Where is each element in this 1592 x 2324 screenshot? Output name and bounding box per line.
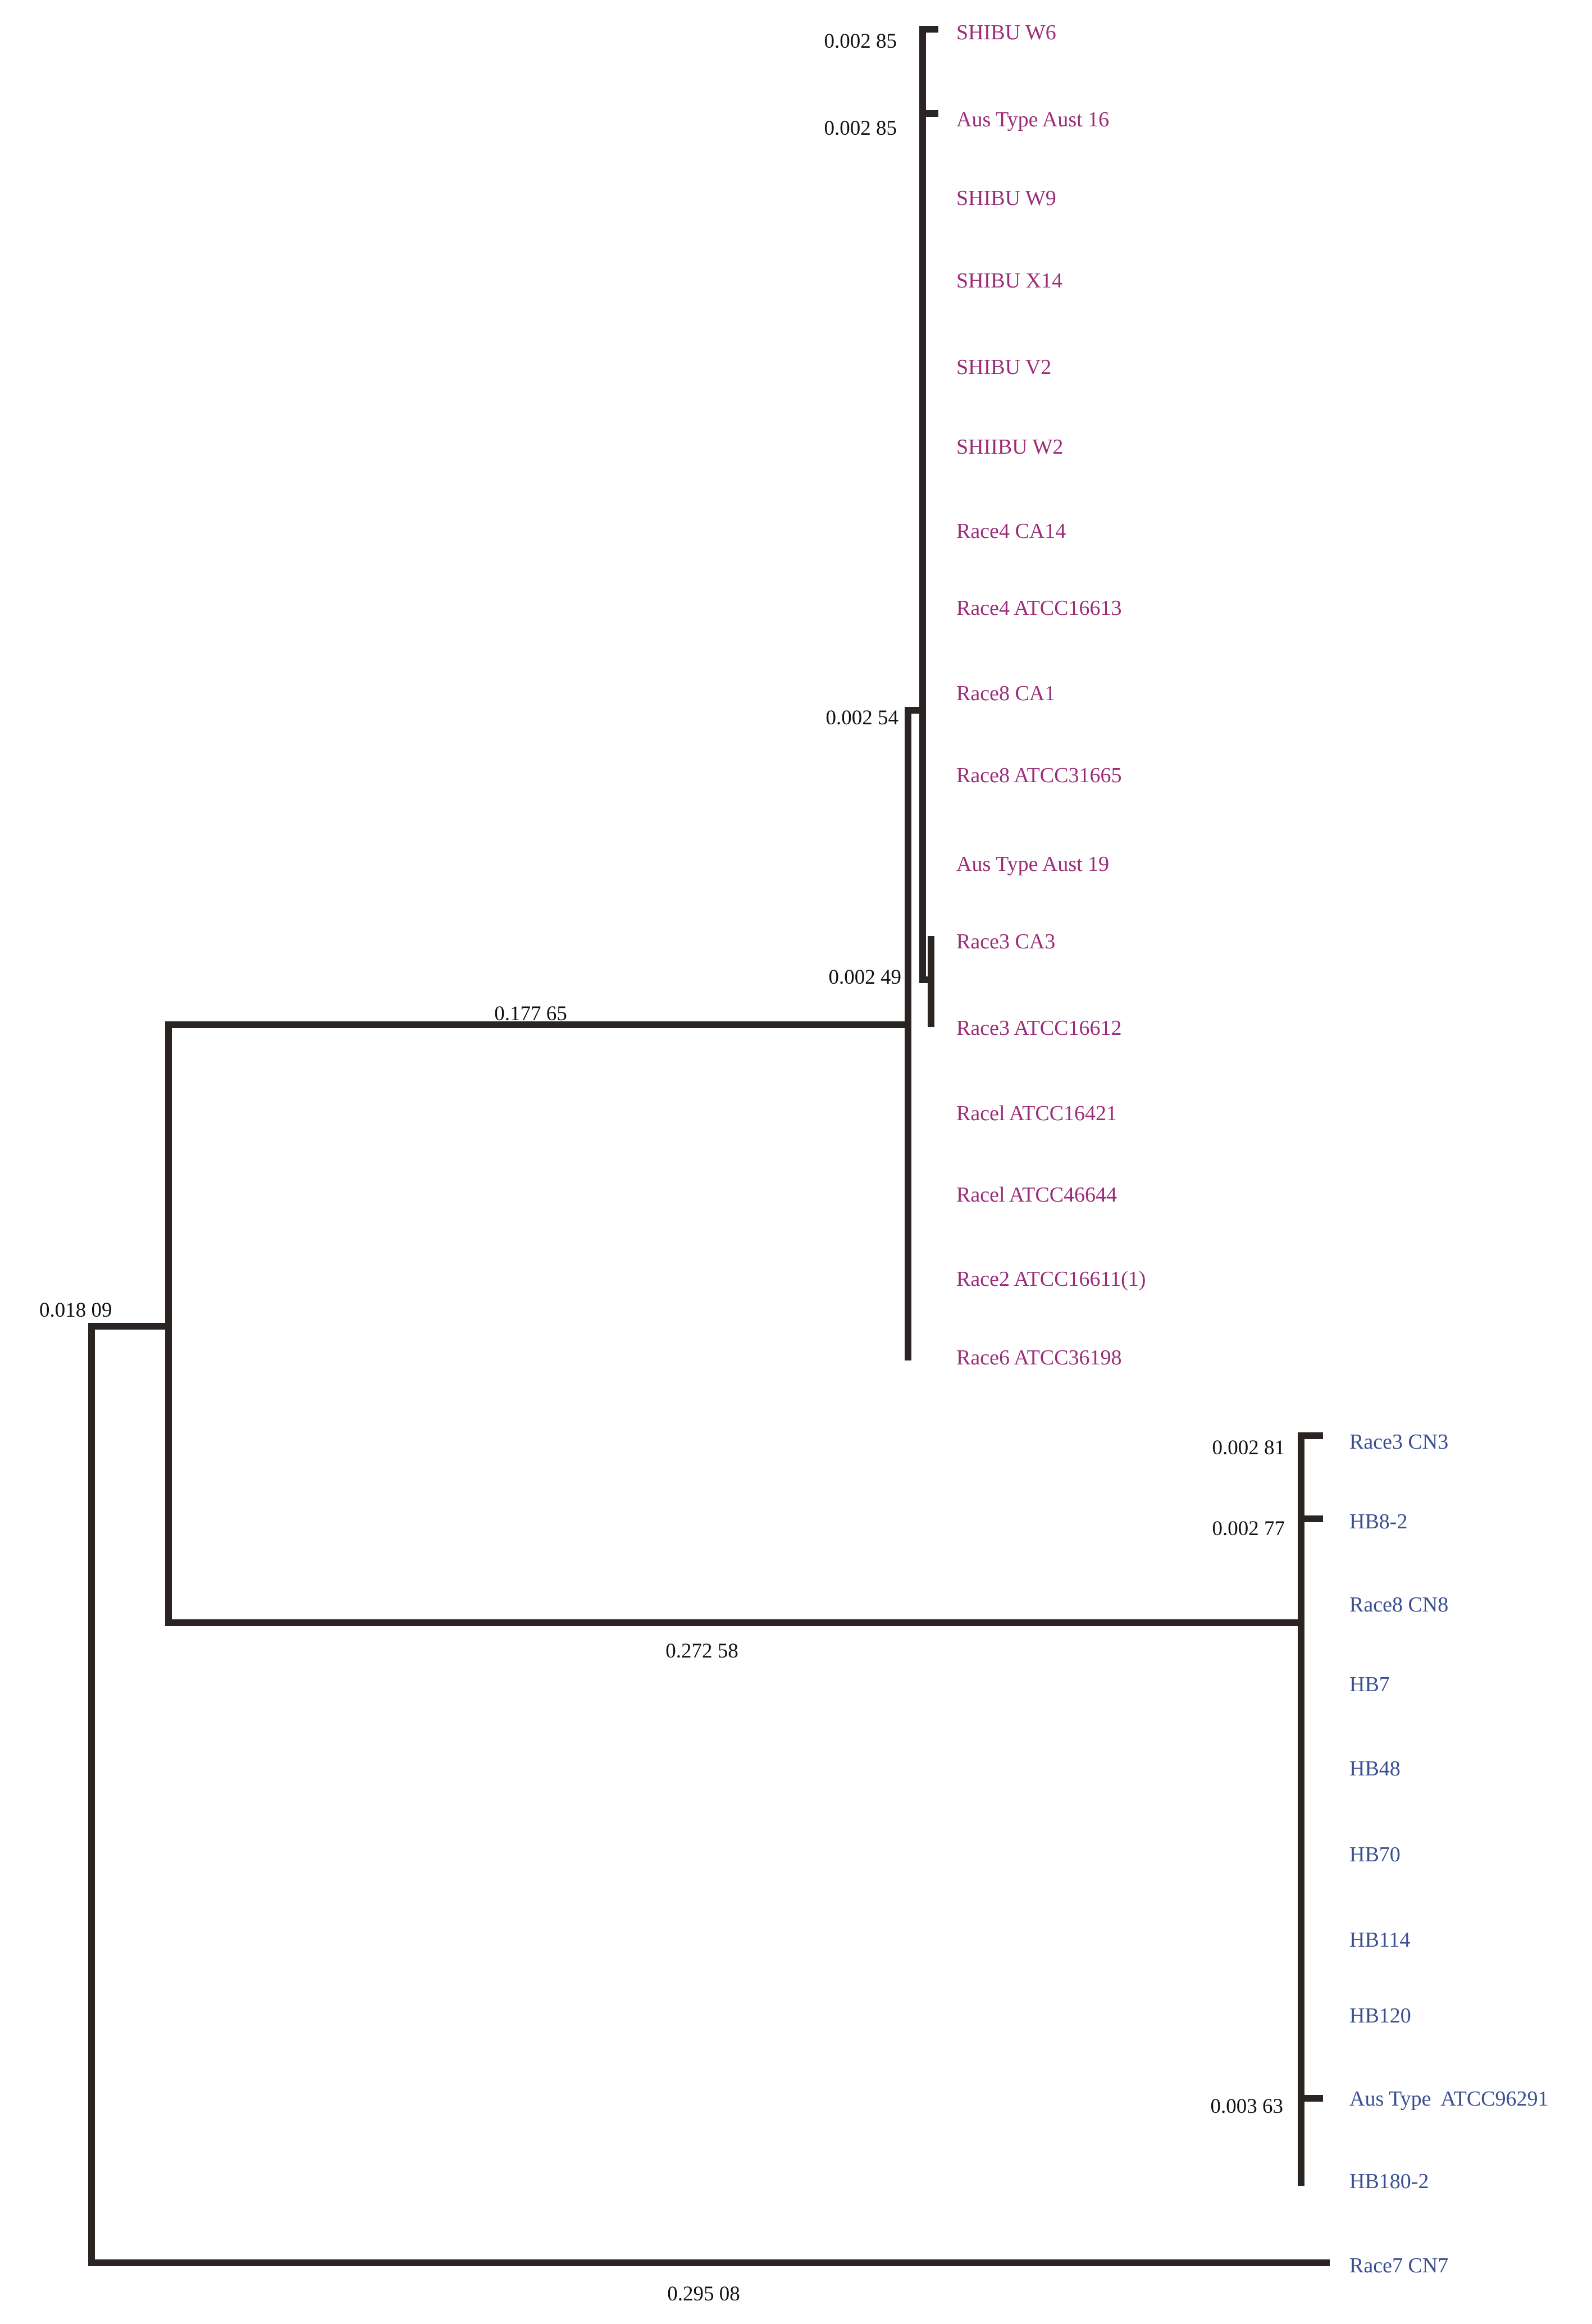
branch-length-label: 0.002 81 <box>1212 1436 1285 1459</box>
branch-length-label: 0.002 85 <box>824 117 897 140</box>
branch-length-label: 0.272 58 <box>665 1640 738 1663</box>
taxon-label: HB48 <box>1349 1757 1401 1780</box>
taxon-label: HB120 <box>1349 2004 1411 2028</box>
taxon-label: Race3 ATCC16612 <box>956 1016 1121 1040</box>
taxon-label: HB180-2 <box>1349 2170 1429 2193</box>
taxon-label: Aus Type Aust 19 <box>956 852 1109 876</box>
branch-length-label: 0.295 08 <box>667 2282 740 2305</box>
taxon-label: SHIIBU W2 <box>956 435 1063 459</box>
taxon-label: HB70 <box>1349 1843 1401 1866</box>
taxon-label: Race6 ATCC36198 <box>956 1346 1121 1369</box>
branch-length-label: 0.002 54 <box>826 706 899 729</box>
taxon-label: Racel ATCC16421 <box>956 1102 1117 1125</box>
branch-length-label: 0.177 65 <box>494 1002 567 1025</box>
branch-length-label: 0.018 09 <box>39 1299 112 1322</box>
taxon-label: HB7 <box>1349 1673 1390 1696</box>
taxon-label: Aus Type Aust 16 <box>956 108 1109 131</box>
branch-length-label: 0.002 77 <box>1212 1517 1285 1540</box>
taxon-label: HB8-2 <box>1349 1510 1407 1533</box>
branch-length-label: 0.002 85 <box>824 30 897 53</box>
branch-length-label: 0.002 49 <box>829 966 902 989</box>
taxon-label: Race8 CN8 <box>1349 1593 1448 1617</box>
taxon-label: Race7 CN7 <box>1349 2254 1448 2277</box>
taxon-label: Race3 CA3 <box>956 930 1055 953</box>
tree-branches <box>88 26 1330 2266</box>
taxon-label: Racel ATCC46644 <box>956 1183 1117 1207</box>
taxon-label: Aus Type ATCC96291 <box>1349 2087 1549 2111</box>
taxon-label: SHIBU X14 <box>956 269 1062 293</box>
taxon-label: SHIBU V2 <box>956 355 1051 379</box>
taxon-label: SHIBU W6 <box>956 21 1056 44</box>
taxon-label: Race8 CA1 <box>956 682 1055 705</box>
clade-2-taxa: Race3 CN3 HB8-2 Race8 CN8 HB7 HB48 HB70 … <box>1349 1430 1549 2277</box>
branch-length-labels: 0.002 85 0.002 85 0.002 54 0.002 49 0.17… <box>39 30 1285 2305</box>
clade-1-taxa: SHIBU W6 Aus Type Aust 16 SHIBU W9 SHIBU… <box>956 21 1146 1369</box>
taxon-label: HB114 <box>1349 1928 1410 1952</box>
taxon-label: Race3 CN3 <box>1349 1430 1448 1454</box>
taxon-label: Race4 ATCC16613 <box>956 596 1121 620</box>
taxon-label: Race8 ATCC31665 <box>956 764 1121 787</box>
taxon-label: SHIBU W9 <box>956 186 1056 210</box>
taxon-label: Race4 CA14 <box>956 519 1066 543</box>
taxon-label: Race2 ATCC16611(1) <box>956 1267 1146 1291</box>
branch-length-label: 0.003 63 <box>1211 2095 1284 2118</box>
